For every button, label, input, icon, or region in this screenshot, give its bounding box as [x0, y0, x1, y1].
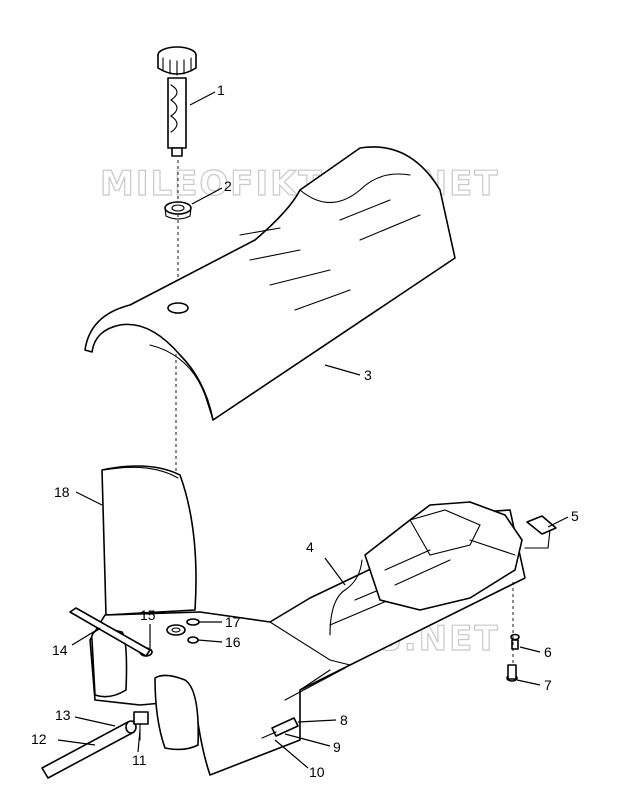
callout-18: 18	[54, 484, 70, 500]
fuel-tank-assembly	[89, 501, 526, 776]
callout-16: 16	[225, 634, 241, 650]
assembly-centerline	[175, 160, 179, 625]
fuel-cap-part	[157, 46, 197, 157]
hose-part	[41, 711, 149, 779]
callout-12: 12	[31, 731, 47, 747]
callout-13: 13	[55, 707, 71, 723]
callout-3: 3	[364, 367, 372, 383]
strap-part	[329, 559, 363, 636]
bolt-part	[506, 664, 518, 682]
leader-lines	[57, 91, 569, 769]
callout-14: 14	[52, 642, 68, 658]
grommet-part	[164, 201, 192, 220]
callout-1: 1	[217, 82, 225, 98]
callout-8: 8	[340, 712, 348, 728]
callout-17: 17	[225, 614, 241, 630]
petcock-part	[261, 717, 299, 739]
callout-15: 15	[140, 607, 156, 623]
heat-shield-part	[101, 465, 197, 616]
callout-2: 2	[224, 178, 232, 194]
callout-9: 9	[333, 739, 341, 755]
callout-6: 6	[544, 644, 552, 660]
bracket-part	[524, 515, 557, 549]
callout-10: 10	[309, 764, 325, 780]
callout-labels: 1 2 3 4 5 6 7 8 9 10 11 12 13 14 15 16 1…	[31, 82, 579, 780]
callout-4: 4	[306, 539, 314, 555]
callout-7: 7	[544, 677, 552, 693]
seat-part	[84, 146, 456, 421]
fuel-line-part	[69, 607, 151, 657]
callout-5: 5	[571, 508, 579, 524]
callout-11: 11	[132, 752, 147, 768]
washer-part	[510, 633, 520, 650]
